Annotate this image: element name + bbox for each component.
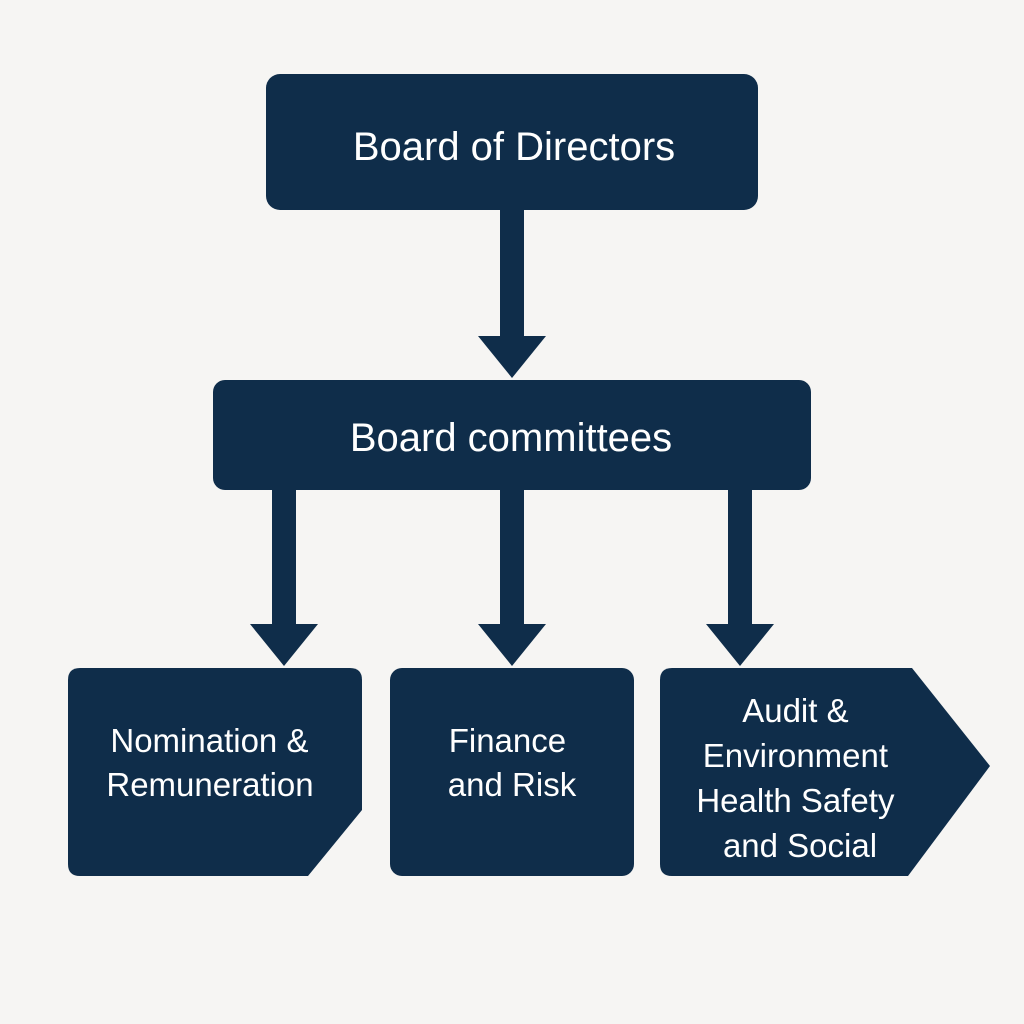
connectors <box>250 208 774 666</box>
node-audit-ehs-social-label: Audit & Environment Health Safety and So… <box>696 692 903 864</box>
node-nomination-remuneration: Nomination & Remuneration <box>68 668 362 876</box>
node-board-of-directors: Board of Directors <box>266 74 758 210</box>
arrowhead-to-finance <box>478 624 546 666</box>
arrowhead-root-to-committees <box>478 336 546 378</box>
connector-to-audit <box>728 488 752 628</box>
connector-root-to-committees <box>500 208 524 340</box>
node-audit-ehs-social: Audit & Environment Health Safety and So… <box>660 668 990 876</box>
node-board-committees: Board committees <box>213 380 811 490</box>
node-finance-and-risk-label: Finance and Risk <box>448 722 577 803</box>
node-board-committees-label: Board committees <box>350 416 672 460</box>
connector-to-finance <box>500 488 524 628</box>
arrowhead-to-nomination <box>250 624 318 666</box>
node-nomination-remuneration-label: Nomination & Remuneration <box>106 722 317 803</box>
arrowhead-to-audit <box>706 624 774 666</box>
node-board-of-directors-label: Board of Directors <box>353 125 675 169</box>
node-finance-and-risk: Finance and Risk <box>390 668 634 876</box>
connector-to-nomination <box>272 488 296 628</box>
